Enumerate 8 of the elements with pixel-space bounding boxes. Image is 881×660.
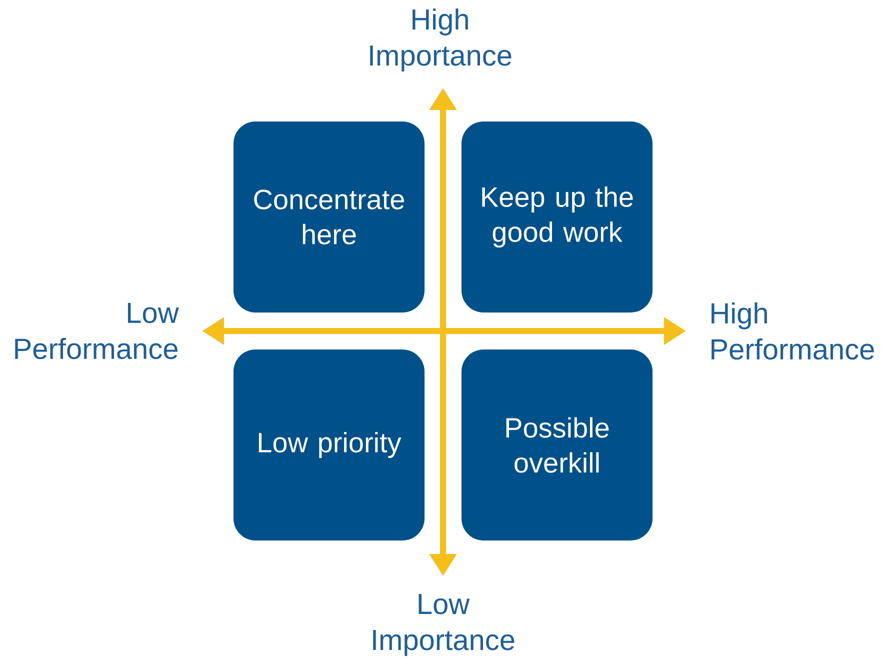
quadrant-box: Low priority xyxy=(234,350,424,540)
axis-label: Low Importance xyxy=(373,594,514,656)
axis-label: High Importance xyxy=(370,8,512,72)
quadrant-box: Keep up the good work xyxy=(462,122,652,312)
quadrant-box: Possible overkill xyxy=(462,350,652,540)
axis-label: High Performance xyxy=(712,302,874,360)
axis-label: Low Performance xyxy=(15,302,179,360)
quadrant-box: Concentrate here xyxy=(234,122,424,312)
